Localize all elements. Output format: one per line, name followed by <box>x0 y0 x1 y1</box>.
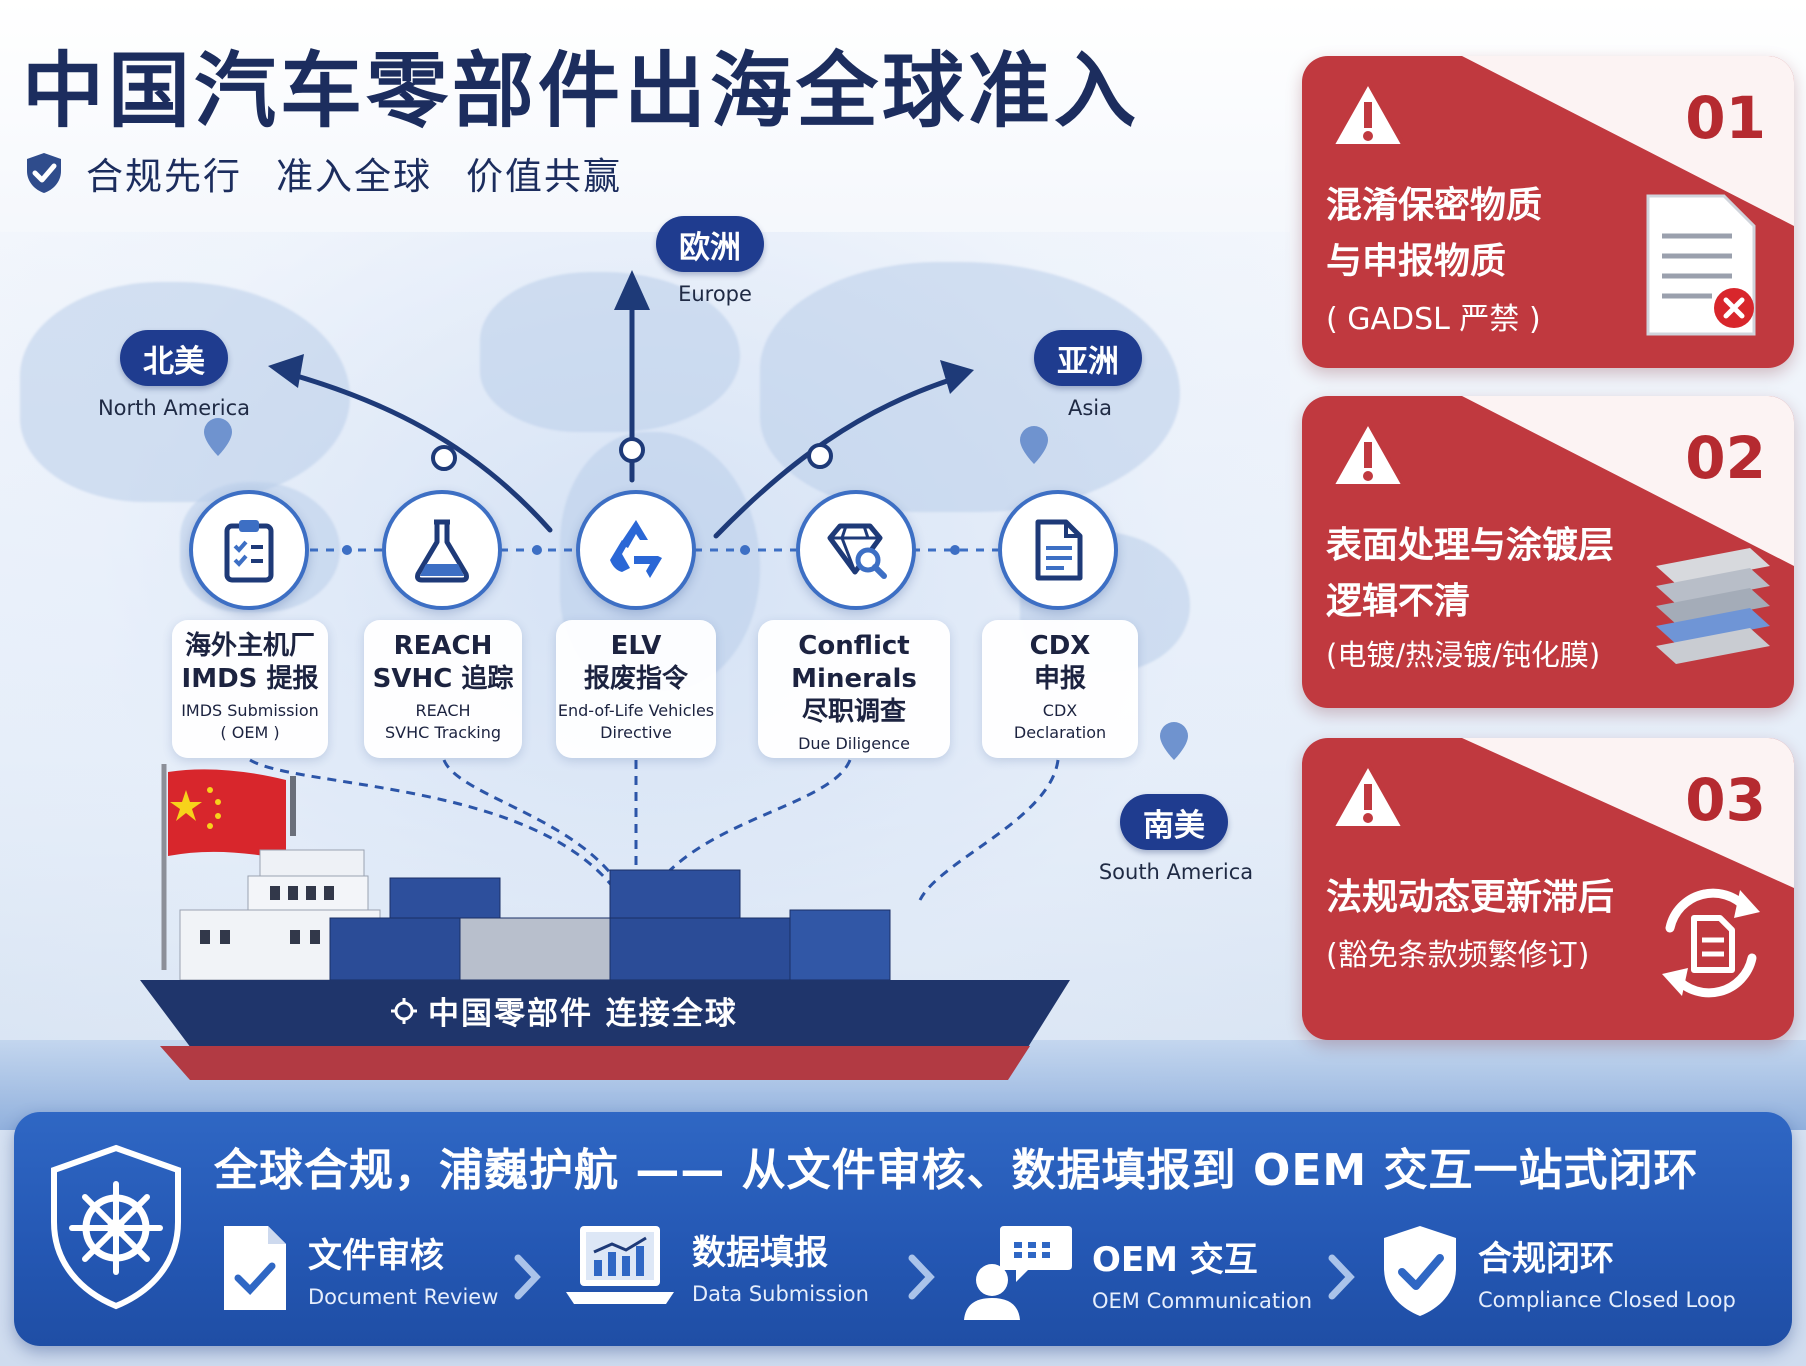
recycle-icon <box>610 520 662 578</box>
service-icon-cdx <box>998 490 1118 610</box>
flask-icon <box>415 519 469 583</box>
service-card-reach: REACH SVHC 追踪 REACH SVHC Tracking <box>364 620 522 758</box>
document-icon <box>1035 519 1083 581</box>
region-badge-north-america: 北美 <box>120 330 228 386</box>
region-label-north-america: North America <box>97 396 251 420</box>
risk-line-3: ( GADSL 严禁 ) <box>1326 302 1541 337</box>
gear-icon <box>391 997 417 1024</box>
subtitle-item-access: 准入全球 <box>276 155 432 198</box>
region-badge-south-america: 南美 <box>1120 794 1228 850</box>
chevron-right-icon <box>514 1254 541 1300</box>
shield-check-icon <box>27 153 61 193</box>
service-icon-conflict-minerals <box>796 490 916 610</box>
risk-line-2: 与申报物质 <box>1326 241 1507 282</box>
step-oem-communication: OEM 交互 OEM Communication <box>964 1222 1312 1322</box>
warning-icon <box>1330 420 1406 488</box>
warning-icon <box>1330 762 1406 830</box>
step-data-submission: 数据填报 Data Submission <box>566 1222 869 1308</box>
coating-layers-icon <box>1656 548 1770 664</box>
china-flag-icon <box>168 769 286 860</box>
clipboard-checklist-icon <box>224 520 274 583</box>
ship-slogan: 中国零部件 连接全球 <box>390 988 738 1033</box>
shield-check-icon <box>1384 1226 1456 1316</box>
risk-number: 02 <box>1685 424 1766 492</box>
service-card-cdx: CDX 申报 CDX Declaration <box>982 620 1138 758</box>
region-label-europe: Europe <box>678 282 752 306</box>
subtitle-row: 合规先行 准入全球 价值共赢 <box>24 146 622 200</box>
chevron-right-icon <box>908 1254 935 1300</box>
service-icon-reach <box>382 490 502 610</box>
region-badge-europe: 欧洲 <box>656 216 764 272</box>
document-refresh-icon <box>1662 888 1760 998</box>
bottom-banner: 全球合规，浦巍护航 —— 从文件审核、数据填报到 OEM 交互一站式闭环 文件审… <box>14 1112 1792 1346</box>
risk-line-1: 表面处理与涂镀层 <box>1326 525 1615 566</box>
diamond-magnifier-icon <box>827 523 887 579</box>
region-badge-asia: 亚洲 <box>1034 330 1142 386</box>
subtitle-item-value: 价值共赢 <box>466 155 622 198</box>
risk-line-3: (电镀/热浸镀/钝化膜) <box>1326 638 1601 672</box>
rejected-document-icon <box>1646 194 1756 336</box>
step-document-review: 文件审核 Document Review <box>220 1222 498 1314</box>
region-label-asia: Asia <box>1067 396 1112 420</box>
risk-card-01: 01 混淆保密物质 与申报物质 ( GADSL 严禁 ) <box>1302 56 1794 368</box>
subtitle-item-compliance: 合规先行 <box>86 155 242 198</box>
service-card-imds: 海外主机厂 IMDS 提报 IMDS Submission ( OEM ) <box>172 620 328 758</box>
service-icon-elv <box>576 490 696 610</box>
banner-title: 全球合规，浦巍护航 —— 从文件审核、数据填报到 OEM 交互一站式闭环 <box>214 1145 1699 1196</box>
risk-line-2: 逻辑不清 <box>1326 581 1471 622</box>
laptop-chart-icon <box>566 1226 674 1304</box>
risk-card-03: 03 法规动态更新滞后 (豁免条款频繁修订) <box>1302 738 1794 1040</box>
chevron-right-icon <box>1328 1254 1355 1300</box>
document-check-icon <box>224 1226 286 1310</box>
shield-helm-icon <box>51 1144 181 1310</box>
page-title: 中国汽车零部件出海全球准入 <box>22 44 1141 139</box>
risk-line-1: 法规动态更新滞后 <box>1326 877 1615 918</box>
risk-number: 01 <box>1685 84 1766 152</box>
person-chat-icon <box>964 1226 1072 1320</box>
step-compliance-closed-loop: 合规闭环 Compliance Closed Loop <box>1380 1222 1736 1320</box>
region-label-south-america: South America <box>1098 860 1254 884</box>
risk-line-1: 混淆保密物质 <box>1326 185 1543 226</box>
service-card-elv: ELV 报废指令 End-of-Life Vehicles Directive <box>556 620 716 758</box>
service-icon-imds <box>189 490 309 610</box>
service-card-conflict-minerals: Conflict Minerals 尽职调查 Due Diligence <box>758 620 950 758</box>
warning-icon <box>1330 80 1406 148</box>
risk-line-3: (豁免条款频繁修订) <box>1326 938 1590 973</box>
cargo-ship-illustration <box>140 764 1070 1080</box>
risk-card-02: 02 表面处理与涂镀层 逻辑不清 (电镀/热浸镀/钝化膜) <box>1302 396 1794 708</box>
risk-number: 03 <box>1685 766 1766 834</box>
